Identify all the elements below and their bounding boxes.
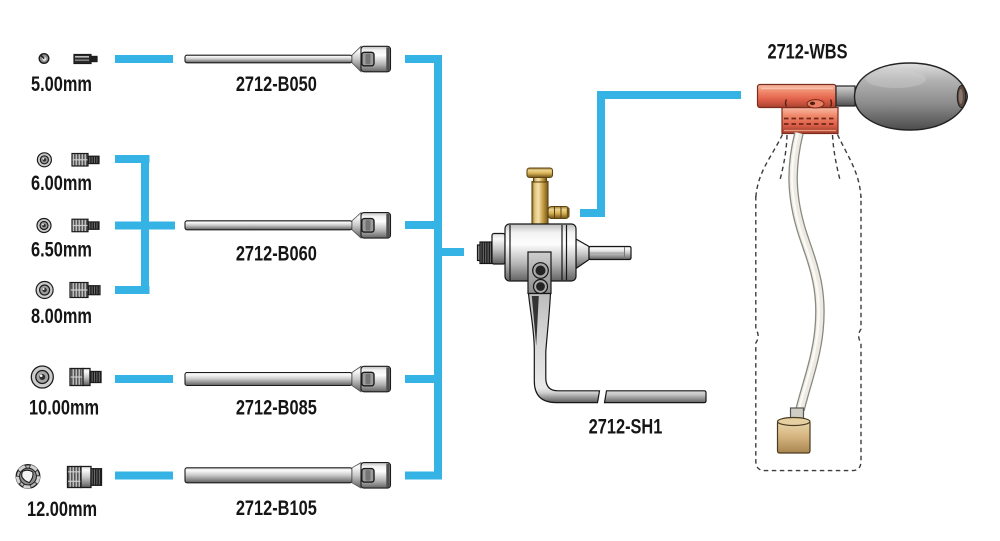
svg-text:2712-B085: 2712-B085 — [236, 396, 317, 420]
svg-text:6.50mm: 6.50mm — [31, 239, 92, 263]
svg-text:12.00mm: 12.00mm — [27, 498, 97, 522]
svg-text:6.00mm: 6.00mm — [31, 172, 92, 196]
svg-text:2712-B060: 2712-B060 — [236, 242, 317, 266]
svg-text:10.00mm: 10.00mm — [29, 396, 99, 420]
svg-text:2712-B050: 2712-B050 — [236, 73, 317, 97]
svg-text:2712-WBS: 2712-WBS — [767, 40, 847, 64]
svg-text:8.00mm: 8.00mm — [31, 305, 92, 329]
svg-text:5.00mm: 5.00mm — [31, 73, 92, 97]
svg-text:2712-SH1: 2712-SH1 — [589, 415, 663, 439]
svg-text:2712-B105: 2712-B105 — [236, 497, 317, 521]
